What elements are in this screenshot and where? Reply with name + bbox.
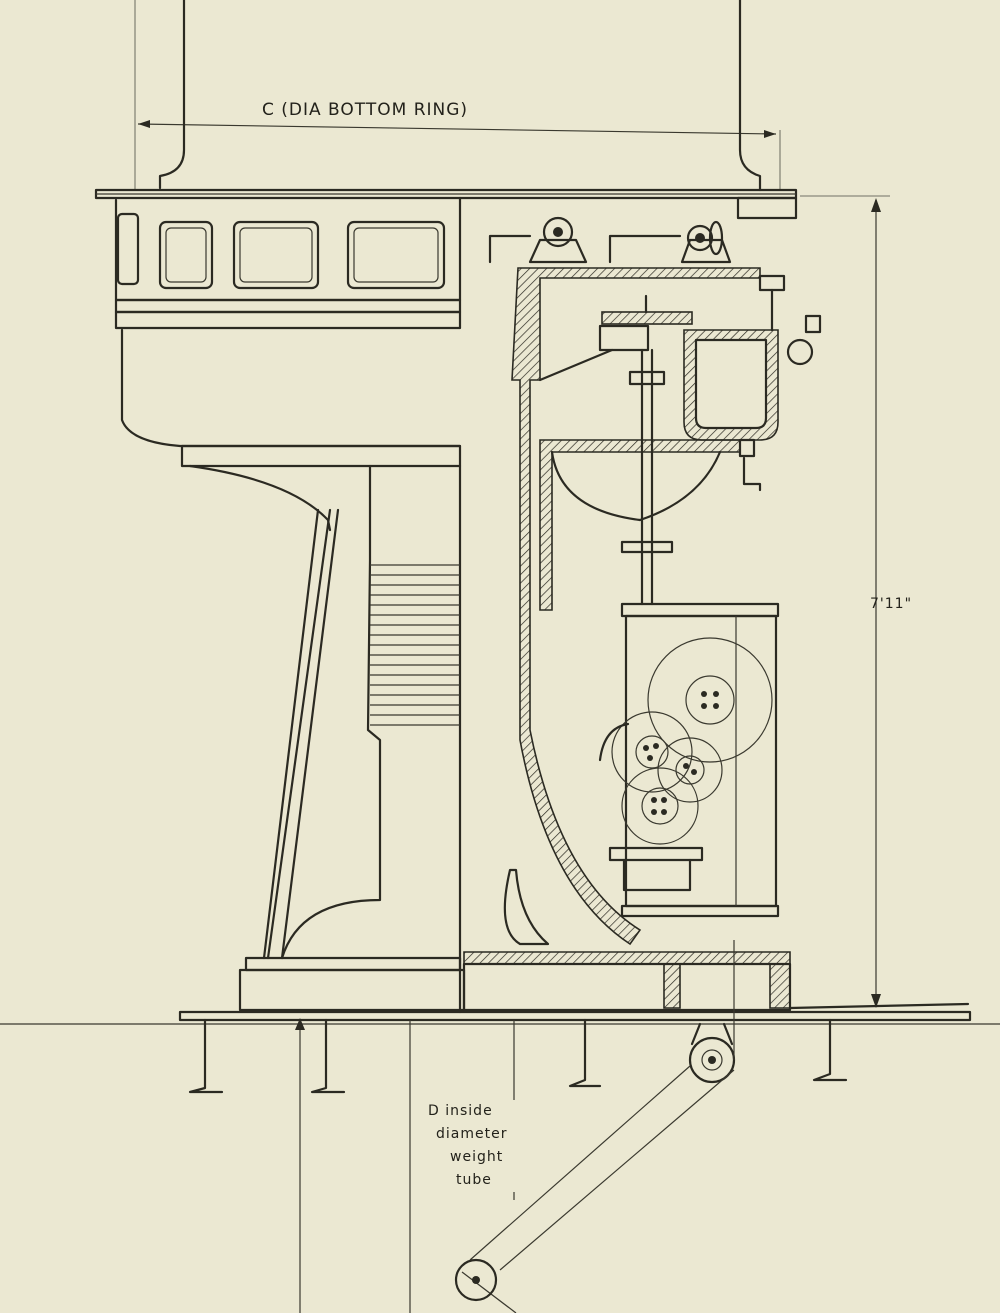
label-d-line-1: D inside [428,1103,493,1119]
oil-reservoir [683,274,822,492]
ladder [262,508,340,960]
drive-gear [598,294,693,352]
weight-pulley [454,940,736,1313]
drive-shaft [620,348,674,606]
label-d-line-3: weight [450,1149,504,1165]
upper-bowl [114,196,462,532]
dimension-label-c: C (DIA BOTTOM RING) [262,100,469,120]
top-ring [94,188,798,220]
pedestal-ribs [370,564,460,726]
casting-section [462,267,792,1012]
pulley-bearings [488,216,732,264]
pedestal [238,464,466,1014]
dimension-label-d: D inside diameter weight tube [426,1100,540,1192]
gear-box [598,602,780,918]
label-d-line-4: tube [456,1172,492,1188]
dimension-height [800,195,890,1008]
label-d-line-2: diameter [436,1126,508,1142]
upper-column [158,0,762,192]
dimension-label-height: 7'11" [870,596,913,612]
dimension-c [134,0,781,190]
floor [0,1002,1000,1313]
